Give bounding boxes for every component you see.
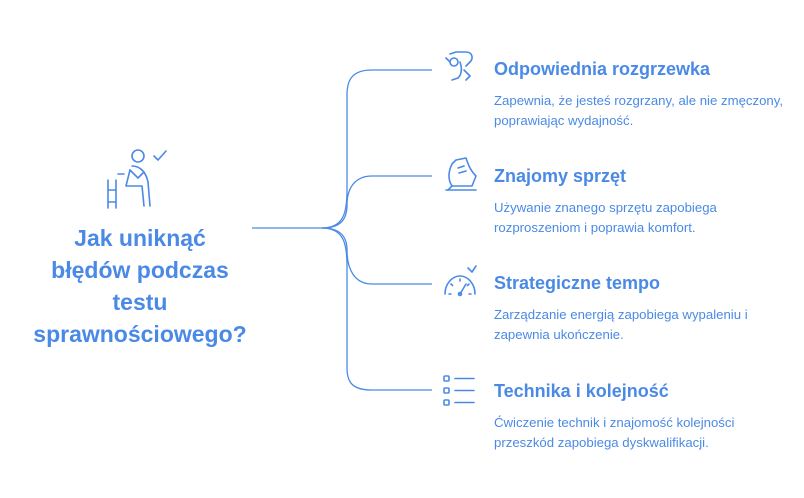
branch-title: Odpowiednia rozgrzewka xyxy=(494,59,711,79)
stretching-person-icon xyxy=(445,51,473,81)
branch-description: Ćwiczenie technik i znajomość kolejności… xyxy=(494,415,735,450)
connector-branch-3 xyxy=(321,227,432,285)
speedometer-icon xyxy=(444,265,477,297)
branch-title: Technika i kolejność xyxy=(494,381,669,401)
connector-branch-2 xyxy=(321,175,432,229)
branch-title: Znajomy sprzęt xyxy=(494,166,627,186)
branch-technique: Technika i kolejność Ćwiczenie technik i… xyxy=(494,380,794,453)
connector-branch-4 xyxy=(321,227,432,391)
branch-description: Zapewnia, że jesteś rozgrzany, ale nie z… xyxy=(494,93,784,128)
main-topic-title: Jak uniknąć błędów podczas testu sprawno… xyxy=(33,225,247,347)
connector-branch-1 xyxy=(321,69,432,229)
branch-pacing: Strategiczne tempo Zarządzanie energią z… xyxy=(494,272,794,345)
branch-title: Strategiczne tempo xyxy=(494,273,661,293)
branch-description: Zarządzanie energią zapobiega wypaleniu … xyxy=(494,307,748,342)
checklist-icon xyxy=(443,375,475,406)
branch-equipment: Znajomy sprzęt Używanie znanego sprzętu … xyxy=(494,165,794,238)
branch-description: Używanie znanego sprzętu zapobiega rozpr… xyxy=(494,200,717,235)
person-test-icon xyxy=(107,149,167,209)
branch-warmup: Odpowiednia rozgrzewka Zapewnia, że jest… xyxy=(494,58,794,131)
running-shoe-icon xyxy=(445,157,477,191)
